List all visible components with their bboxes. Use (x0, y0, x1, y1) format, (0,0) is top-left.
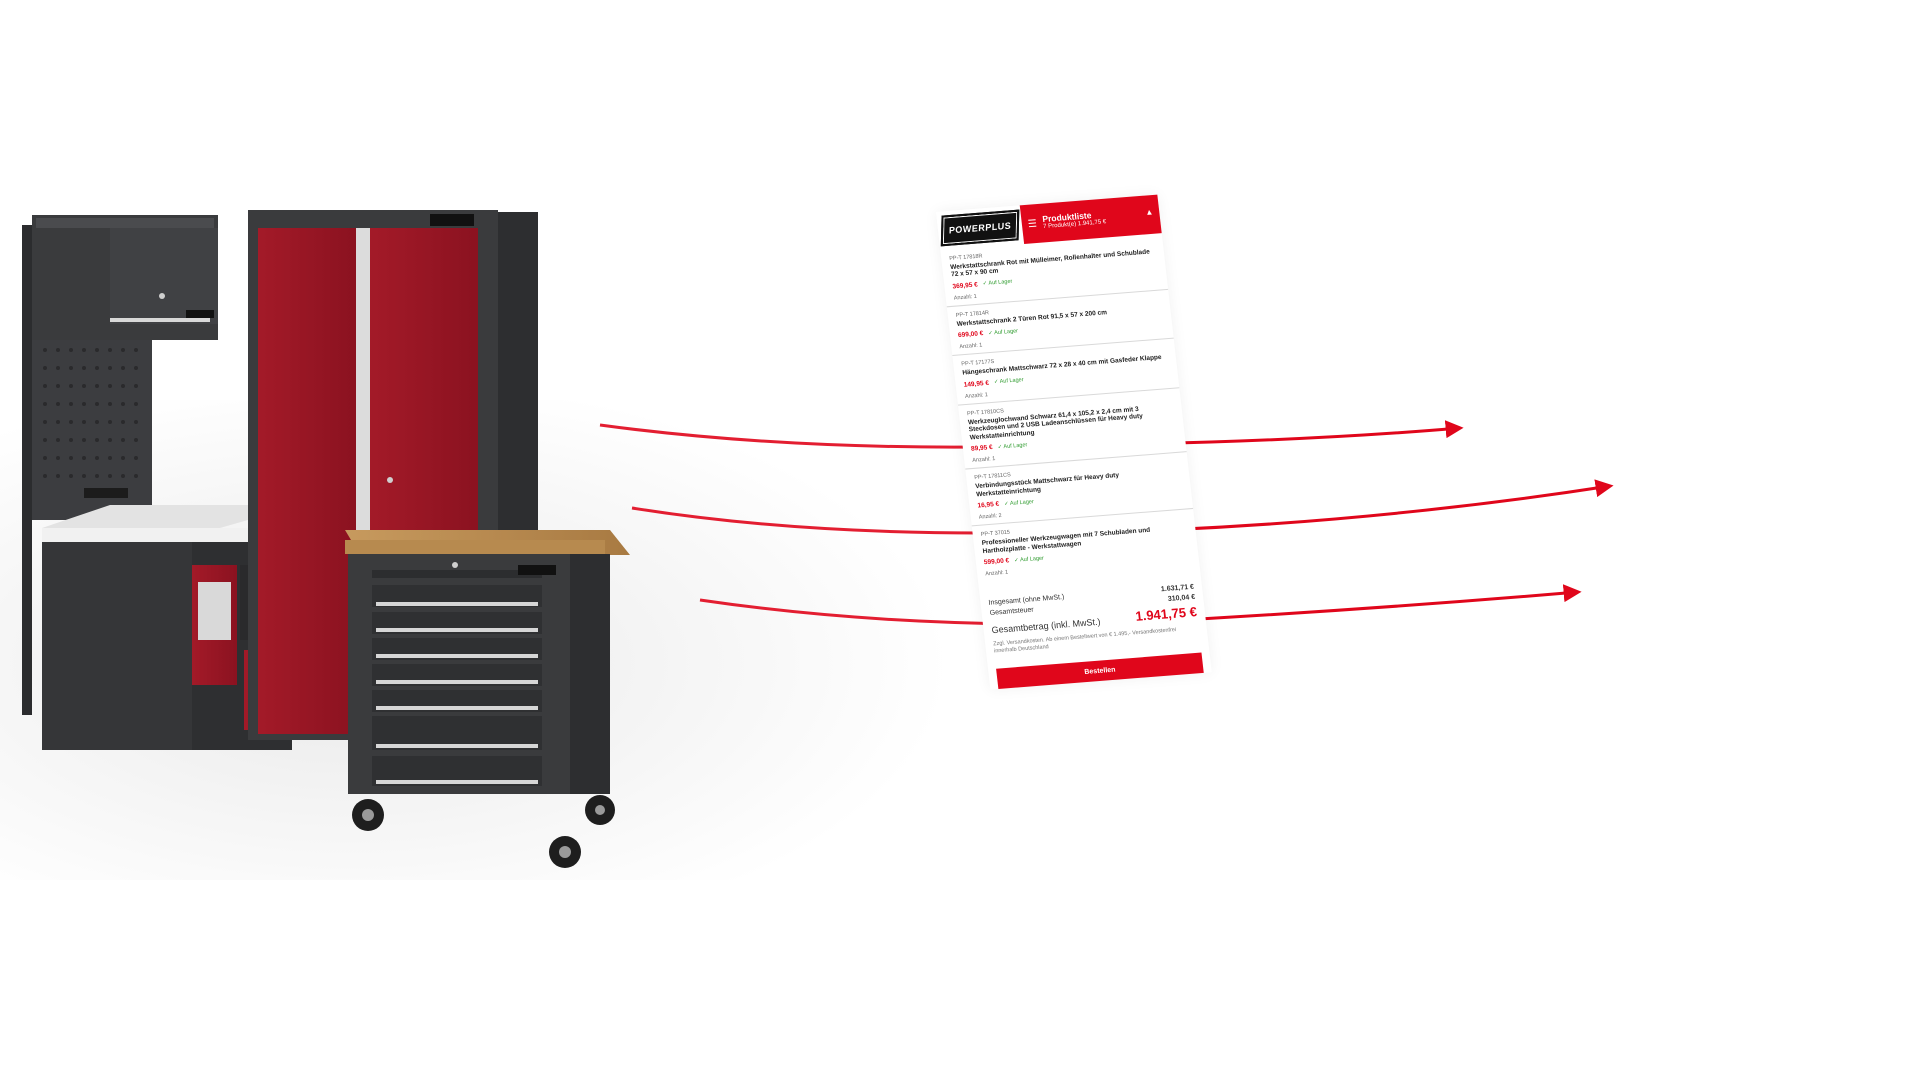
pegboard-cabinet (22, 225, 152, 715)
list-icon: ☰ (1027, 217, 1038, 230)
product-price: 89,95 € (970, 444, 994, 454)
tax-total-label: Gesamtsteuer (989, 606, 1035, 618)
stock-status: ✓ Auf Lager (982, 279, 1013, 288)
product-price: 699,00 € (957, 330, 984, 340)
tax-total-value: 310,04 € (1167, 593, 1196, 604)
product-price: 369,95 € (952, 281, 979, 291)
gross-total-label: Gesamtbetrag (inkl. MwSt.) (991, 616, 1101, 636)
stock-status: ✓ Auf Lager (1003, 498, 1035, 508)
stock-status: ✓ Auf Lager (988, 328, 1019, 337)
net-total-value: 1.631,71 € (1160, 583, 1195, 594)
cart-totals: Insgesamt (ohne MwSt.) 1.631,71 € Gesamt… (978, 565, 1208, 662)
product-price: 16,95 € (977, 500, 1000, 510)
tool-trolley (345, 530, 630, 868)
product-price: 149,95 € (963, 379, 990, 389)
gross-total-value: 1.941,75 € (1134, 604, 1198, 625)
logo-box: POWERPLUS (936, 205, 1025, 251)
bottom-fade (860, 700, 1240, 1080)
chevron-up-icon[interactable]: ▲ (1144, 207, 1154, 217)
wall-cabinet (32, 215, 218, 340)
stock-status: ✓ Auf Lager (993, 377, 1024, 386)
stock-status: ✓ Auf Lager (1013, 555, 1045, 564)
powerplus-logo: POWERPLUS (940, 209, 1020, 247)
product-price: 599,00 € (983, 557, 1010, 567)
stock-status: ✓ Auf Lager (997, 441, 1028, 451)
